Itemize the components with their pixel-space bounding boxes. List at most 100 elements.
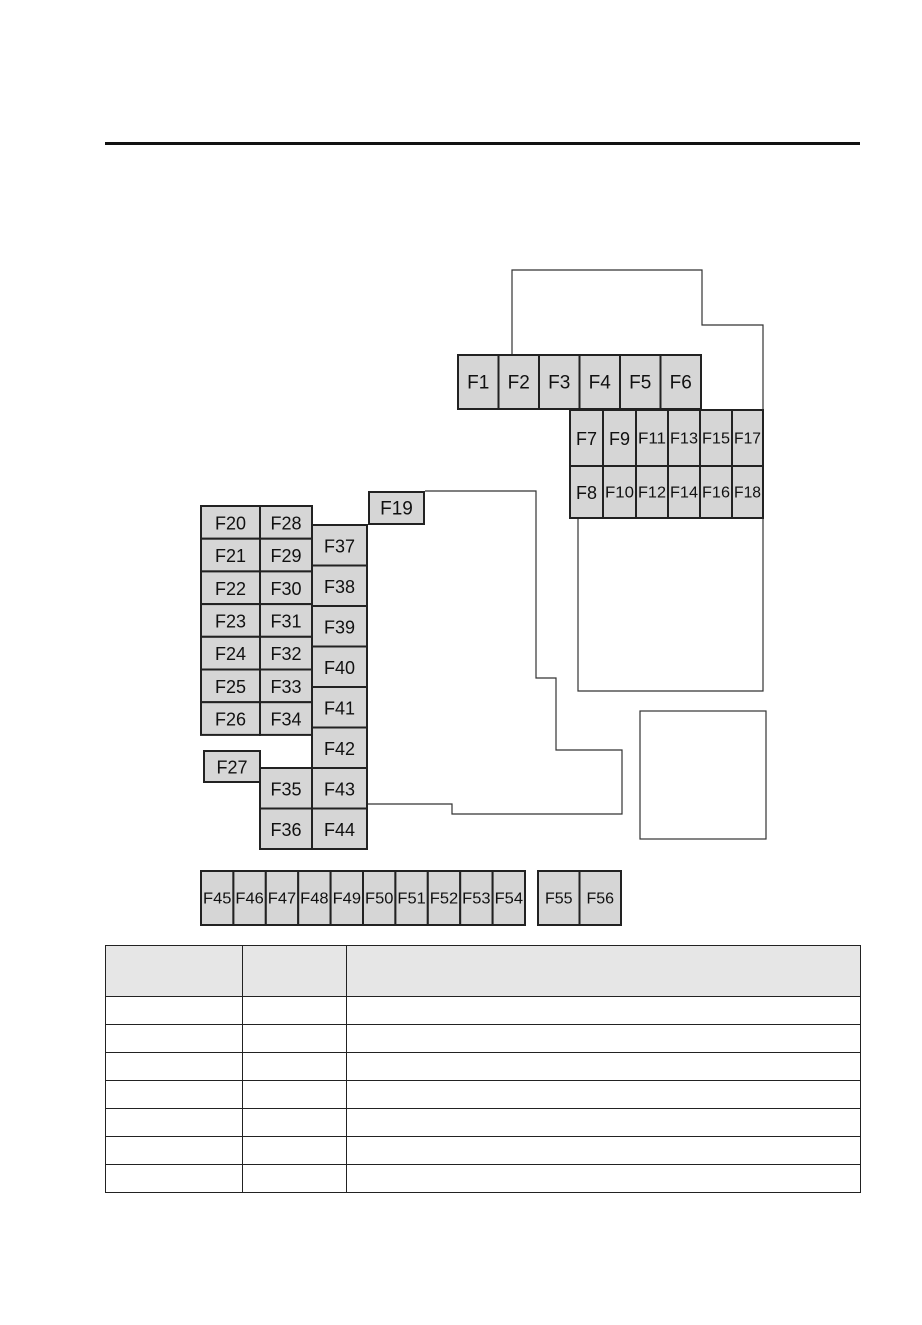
fuse-label: F29 — [270, 546, 301, 566]
fuse-slot — [311, 524, 368, 567]
fuse-slot — [200, 668, 261, 704]
fuse-label: F12 — [638, 485, 666, 502]
fuse-label: F56 — [586, 891, 614, 908]
fuse-label: F31 — [270, 611, 301, 631]
fuse-f14: F14 — [667, 465, 701, 519]
table-row — [105, 1136, 861, 1165]
fuse-slot — [259, 505, 313, 540]
fuse-label: F32 — [270, 644, 301, 664]
table-cell — [242, 1052, 347, 1081]
fuse-label: F13 — [670, 431, 698, 448]
fuse-slot — [203, 750, 261, 783]
fuse-label: F54 — [495, 891, 523, 908]
fuse-label: F38 — [324, 577, 355, 597]
fuse-slot — [232, 870, 267, 926]
table-row — [105, 1052, 861, 1081]
table-cell — [105, 1164, 243, 1193]
fuse-f10: F10 — [602, 465, 637, 519]
fuse-f16: F16 — [699, 465, 733, 519]
fuse-f7: F7 — [569, 409, 604, 467]
fuse-slot — [602, 409, 637, 467]
fuse-slot — [426, 870, 462, 926]
fuse-f44: F44 — [311, 807, 368, 850]
fuse-f54: F54 — [491, 870, 527, 926]
table-cell — [346, 1108, 861, 1137]
fuse-label: F53 — [462, 891, 490, 908]
fuse-label: F46 — [235, 891, 263, 908]
table-cell — [346, 996, 861, 1025]
fuse-f8: F8 — [569, 465, 604, 519]
outline-center-block — [368, 490, 623, 815]
table-cell — [105, 1108, 243, 1137]
fuse-slot — [368, 491, 425, 525]
fuse-label: F9 — [609, 429, 630, 449]
fuse-f27: F27 — [203, 750, 261, 783]
fuse-label: F52 — [430, 891, 458, 908]
table-cell — [105, 1136, 243, 1165]
fuse-f13: F13 — [667, 409, 701, 467]
fuse-slot — [537, 870, 581, 926]
table-header-rating — [242, 945, 347, 997]
fuse-f5: F5 — [619, 354, 662, 410]
fuse-f23: F23 — [200, 603, 261, 638]
fuse-label: F2 — [508, 373, 530, 394]
fuse-label: F55 — [545, 891, 573, 908]
fuse-f49: F49 — [329, 870, 365, 926]
table-row — [105, 1080, 861, 1109]
table-cell — [242, 1080, 347, 1109]
fuse-label: F4 — [589, 373, 612, 394]
fuse-slot — [259, 701, 313, 736]
fuse-label: F28 — [270, 513, 301, 533]
table-cell — [242, 1136, 347, 1165]
fuse-label: F43 — [324, 779, 355, 799]
fuse-label: F33 — [270, 677, 301, 697]
table-cell — [242, 1164, 347, 1193]
fuse-f53: F53 — [459, 870, 494, 926]
fuse-slot — [491, 870, 527, 926]
fuse-label: F1 — [467, 373, 489, 394]
fuse-label: F15 — [702, 431, 730, 448]
fuse-slot — [497, 354, 540, 410]
fuse-f15: F15 — [699, 409, 733, 467]
fuse-f9: F9 — [602, 409, 637, 467]
table-row — [105, 1024, 861, 1053]
fuse-label: F21 — [215, 546, 246, 566]
outline-top-block — [511, 269, 764, 410]
fuse-label: F20 — [215, 513, 246, 533]
fuse-label: F7 — [576, 429, 597, 449]
fuse-f36: F36 — [259, 807, 313, 850]
fuse-label: F34 — [270, 710, 301, 730]
fuse-label: F37 — [324, 536, 355, 556]
table-cell — [105, 996, 243, 1025]
fuse-slot — [311, 726, 368, 769]
fuse-f55: F55 — [537, 870, 581, 926]
fuse-label: F11 — [638, 431, 666, 448]
fuse-label: F44 — [324, 820, 355, 840]
fuse-slot — [459, 870, 494, 926]
fuse-label: F36 — [270, 820, 301, 840]
fuse-label: F45 — [203, 891, 231, 908]
fuse-f3: F3 — [538, 354, 581, 410]
fuse-label: F40 — [324, 658, 355, 678]
table-cell — [346, 1080, 861, 1109]
fuse-slot — [200, 505, 261, 540]
fuse-f20: F20 — [200, 505, 261, 540]
fuse-slot — [731, 465, 764, 519]
fuse-label: F18 — [734, 485, 761, 502]
fuse-slot — [602, 465, 637, 519]
fuse-f21: F21 — [200, 537, 261, 573]
fuse-label: F47 — [268, 891, 296, 908]
fuse-f32: F32 — [259, 635, 313, 671]
fuse-label: F42 — [324, 739, 355, 759]
fuse-table — [105, 945, 861, 1193]
fuse-f24: F24 — [200, 635, 261, 671]
fuse-label: F3 — [548, 373, 570, 394]
fuse-label: F50 — [365, 891, 393, 908]
fuse-label: F49 — [333, 891, 361, 908]
fuse-label: F16 — [702, 485, 730, 502]
fuse-label: F39 — [324, 617, 355, 637]
fuse-f26: F26 — [200, 701, 261, 736]
fuse-f4: F4 — [578, 354, 621, 410]
fuse-f35: F35 — [259, 767, 313, 810]
